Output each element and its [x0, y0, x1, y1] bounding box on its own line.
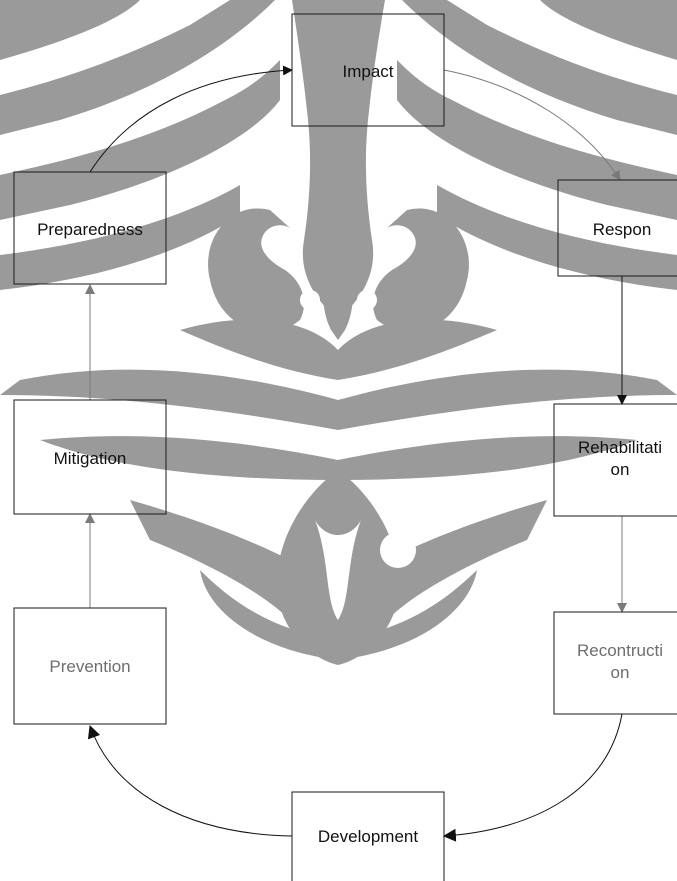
development-label: Development — [318, 827, 418, 846]
impact-label: Impact — [342, 62, 393, 81]
prevention-label: Prevention — [49, 657, 130, 676]
arrow-reconstruction-to-development — [444, 714, 622, 836]
reconstruction-label-line1: Recontructi — [577, 641, 663, 660]
rehabilitation-label-line2: on — [611, 460, 630, 479]
arrow-development-to-prevention — [90, 726, 292, 836]
reconstruction-label-line2: on — [611, 663, 630, 682]
response-label: Respon — [593, 220, 652, 239]
rehabilitation-label-line1: Rehabilitati — [578, 438, 662, 457]
mitigation-label: Mitigation — [54, 449, 127, 468]
preparedness-label: Preparedness — [37, 220, 143, 239]
